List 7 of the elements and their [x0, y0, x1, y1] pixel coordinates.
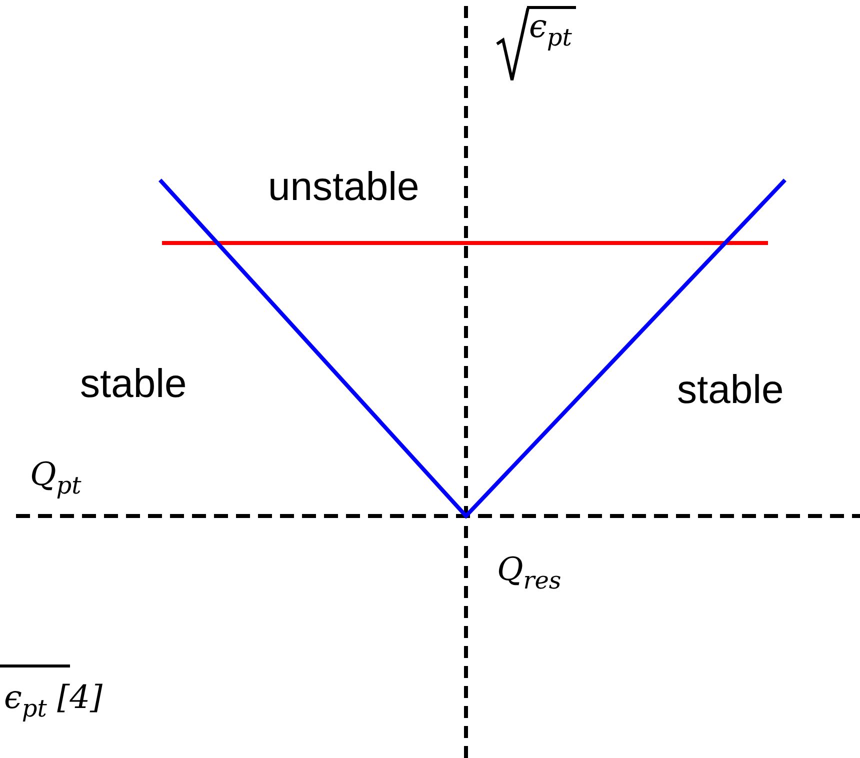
axis-label: ϵ$_{pt}$	[527, 6, 576, 51]
formula-text: ϵ$_{pt}$ [4]	[4, 678, 102, 722]
region-label: stable	[677, 368, 784, 413]
region-label: unstable	[268, 165, 420, 210]
axis-label: Q$_{res}$	[497, 550, 562, 594]
region-label: stable	[80, 362, 187, 407]
axis-label: Q$_{pt}$	[30, 455, 82, 500]
